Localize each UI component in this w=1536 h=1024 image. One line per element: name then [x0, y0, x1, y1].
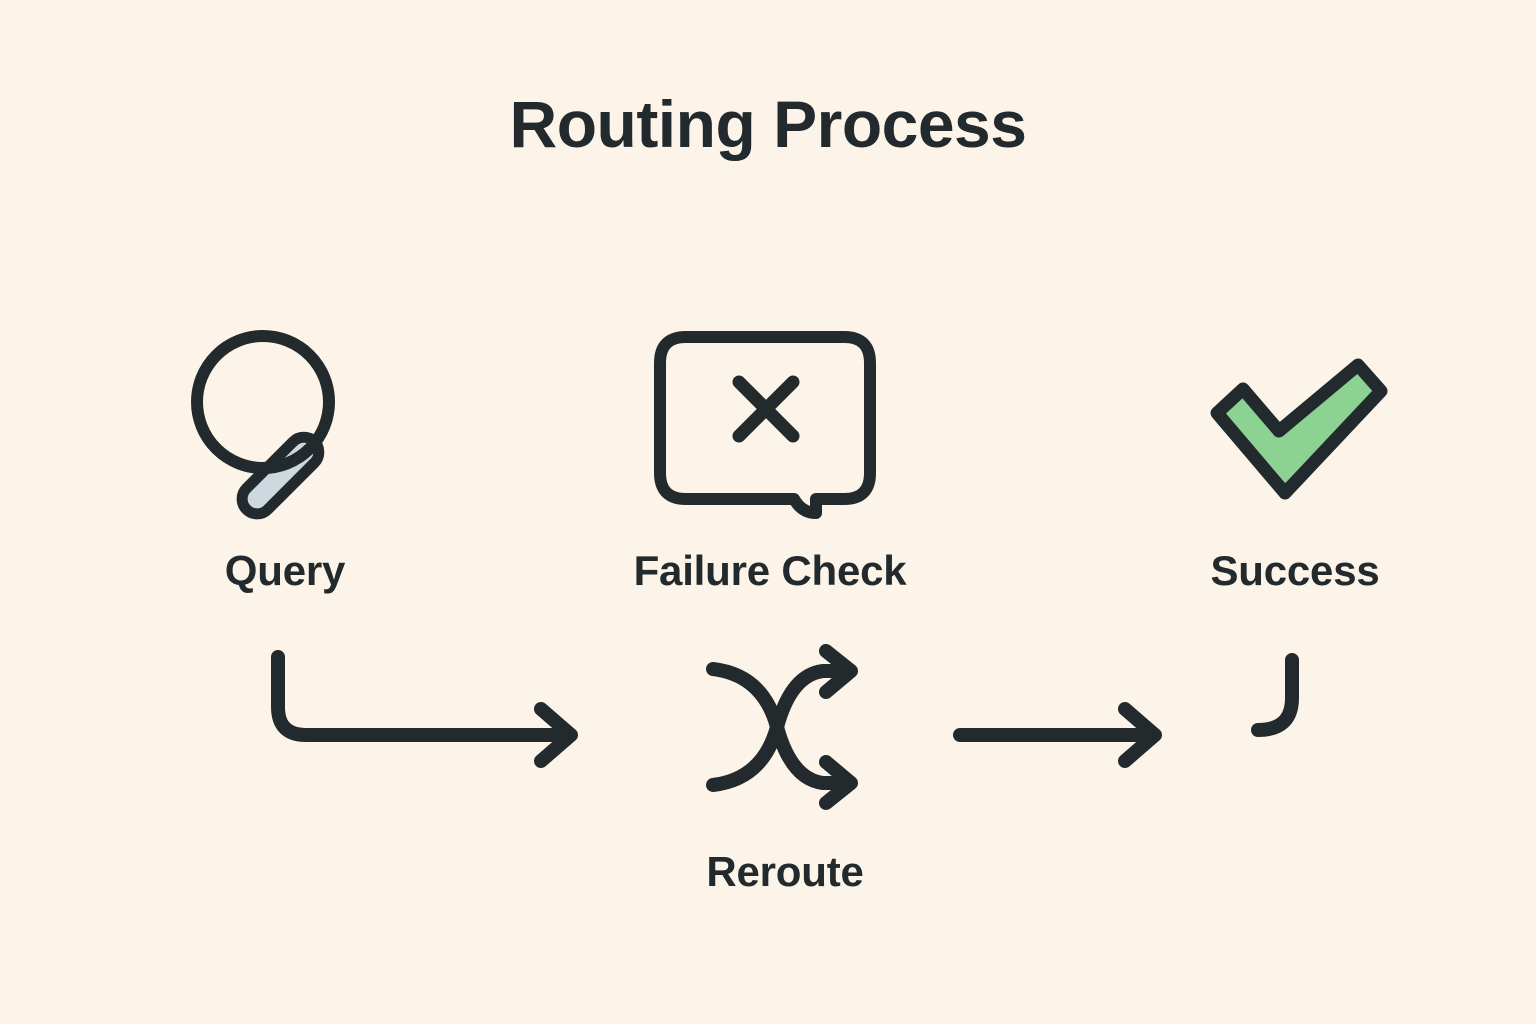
speech-bubble-x-icon [650, 325, 890, 530]
shuffle-icon [705, 644, 870, 810]
magnifier-icon [185, 325, 395, 530]
arrow-right-icon [952, 700, 1182, 780]
node-label-query: Query [224, 547, 346, 594]
node-label-reroute: Reroute [706, 848, 864, 895]
elbow-arrow-right-icon [258, 645, 598, 768]
check-mark-icon [1195, 355, 1400, 510]
node-label-failure-check: Failure Check [633, 547, 907, 594]
page-title: Routing Process [509, 87, 1027, 161]
node-label-success: Success [1210, 547, 1380, 594]
hook-curve-icon [1238, 650, 1318, 750]
